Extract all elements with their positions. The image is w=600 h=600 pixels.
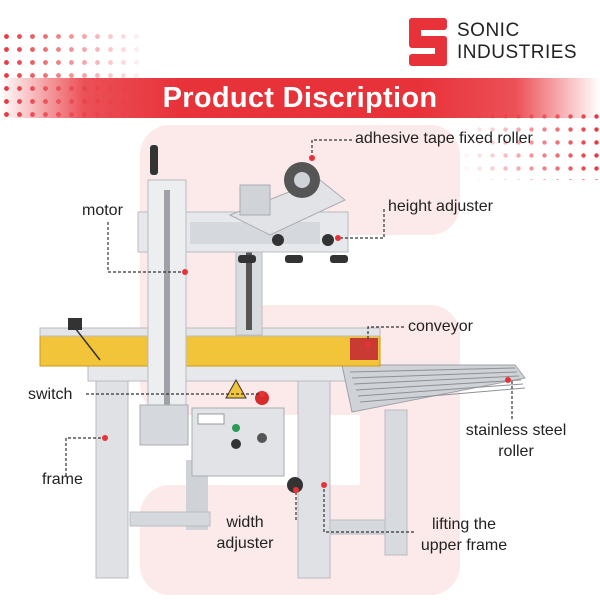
title-banner-text: Product Discription [0, 78, 600, 118]
label-width-adjuster-line2: adjuster [216, 534, 274, 552]
frame-leg-left [95, 377, 129, 579]
frame-leg-center [297, 377, 331, 579]
tape-roller-core [294, 172, 310, 188]
label-lifting-line1: lifting the [431, 516, 497, 533]
label-stainless-steel-roller-line2: roller [498, 442, 534, 460]
frame-top-plate [87, 364, 349, 382]
front-column-slot [164, 190, 170, 410]
rear-column-slot [246, 250, 252, 330]
brand-name: SONIC INDUSTRIES [457, 20, 577, 64]
label-width-adjuster-line1: width [226, 514, 264, 531]
black-button [231, 439, 241, 449]
upper-frame-inner [190, 222, 320, 244]
cable [74, 327, 101, 361]
title-banner [0, 78, 600, 118]
label-conveyor: conveyor [408, 318, 473, 335]
warning-sign-icon [225, 378, 247, 399]
label-lifting-the-upper-frame: lifting the upper frame [404, 515, 524, 557]
steel-rollers [349, 367, 526, 403]
tape-bracket [239, 184, 271, 216]
label-stainless-steel-roller: stainless steel roller [446, 421, 586, 463]
label-motor: motor [82, 202, 123, 219]
roller-table [341, 364, 526, 413]
label-frame: frame [42, 471, 83, 488]
label-switch: switch [28, 386, 73, 403]
label-stainless-steel-roller-line1: stainless steel [465, 422, 567, 439]
frame-base-left [129, 511, 211, 527]
sonic-s-logo-icon [409, 18, 447, 66]
frame-base-right [329, 519, 391, 535]
side-bracket [68, 318, 82, 330]
conveyor-box [350, 338, 378, 360]
green-button [232, 424, 240, 432]
label-adhesive-tape-fixed-roller: adhesive tape fixed roller [355, 130, 533, 147]
height-knobs [238, 234, 348, 263]
conveyor-belt [39, 333, 381, 367]
control-display [197, 413, 225, 425]
dial [257, 433, 267, 443]
label-width-adjuster: width adjuster [200, 513, 290, 555]
conveyor-top-edge [39, 327, 381, 337]
lifting-knob [287, 477, 303, 493]
motor-body [139, 404, 189, 446]
brand-line-1: SONIC [457, 20, 520, 42]
brand-line-2: INDUSTRIES [457, 42, 578, 63]
label-lifting-line2: upper frame [420, 536, 508, 554]
red-switch [255, 391, 269, 405]
page-title: Product Discription [162, 81, 438, 114]
brand-logo: SONIC INDUSTRIES [409, 18, 577, 66]
crank-handle [150, 145, 158, 175]
label-height-adjuster: height adjuster [388, 198, 493, 215]
